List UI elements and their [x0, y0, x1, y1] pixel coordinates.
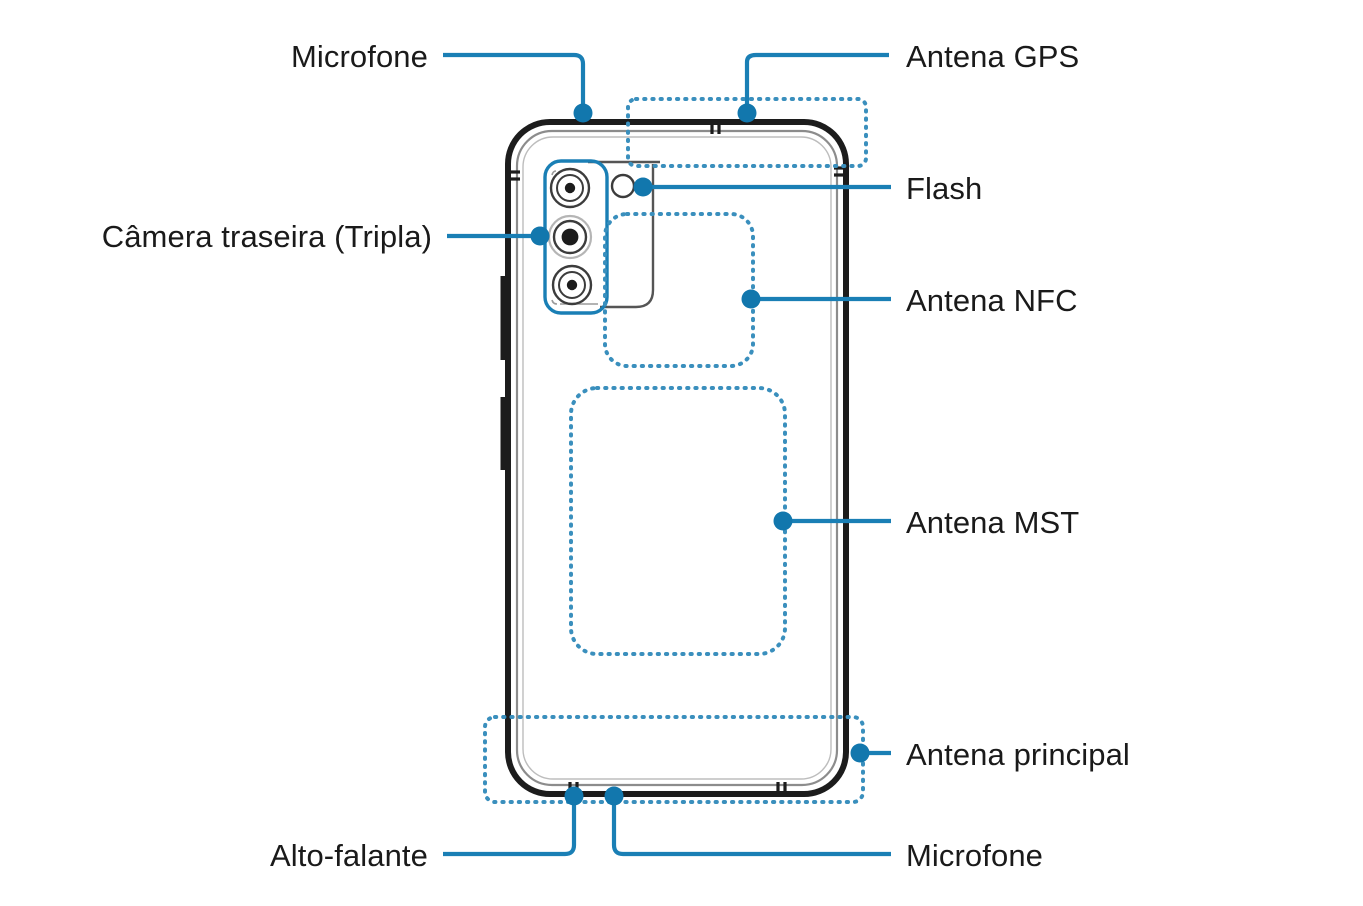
camera-lens-3	[551, 264, 593, 306]
dot-antena-principal	[850, 743, 870, 763]
antenna-zone-nfc	[603, 212, 755, 368]
flash-led	[610, 173, 636, 199]
label-antena-gps: Antena GPS	[906, 39, 1080, 74]
dot-microfone-top	[573, 103, 593, 123]
leader-dots	[530, 103, 870, 806]
dot-alto-falante	[564, 786, 584, 806]
label-antena-mst: Antena MST	[906, 505, 1080, 540]
dot-antena-nfc	[741, 289, 761, 309]
camera-housing-corner-tl	[551, 170, 557, 176]
label-antena-nfc: Antena NFC	[906, 283, 1078, 318]
label-flash: Flash	[906, 171, 983, 206]
camera-lens-1	[549, 167, 591, 209]
camera-housing-corner-bl	[551, 299, 558, 305]
antenna-zone-principal	[483, 715, 865, 804]
leader-alto-falante	[443, 797, 577, 857]
label-microfone-top: Microfone	[290, 39, 428, 74]
leader-microfone-bottom	[611, 797, 891, 857]
antenna-zone-mst	[569, 386, 787, 656]
label-antena-principal: Antena principal	[906, 737, 1130, 772]
phone-body	[505, 119, 849, 797]
camera-lens-2	[547, 214, 593, 260]
leader-microfone-top	[443, 52, 586, 112]
dot-antena-gps	[737, 103, 757, 123]
label-camera-traseira: Câmera traseira (Tripla)	[101, 219, 432, 254]
camera-bump-right-edge	[600, 164, 655, 309]
dot-flash	[633, 177, 653, 197]
phone-inner-frame	[515, 129, 839, 787]
flash-circle	[610, 173, 636, 199]
phone-back-panel	[522, 136, 832, 780]
dot-antena-mst	[773, 511, 793, 531]
leader-antena-gps	[744, 52, 889, 112]
antenna-zone-gps	[626, 97, 868, 168]
label-microfone-bottom: Microfone	[906, 838, 1044, 873]
dot-camera-traseira	[530, 226, 550, 246]
dot-microfone-bottom	[604, 786, 624, 806]
label-alto-falante: Alto-falante	[269, 838, 428, 873]
